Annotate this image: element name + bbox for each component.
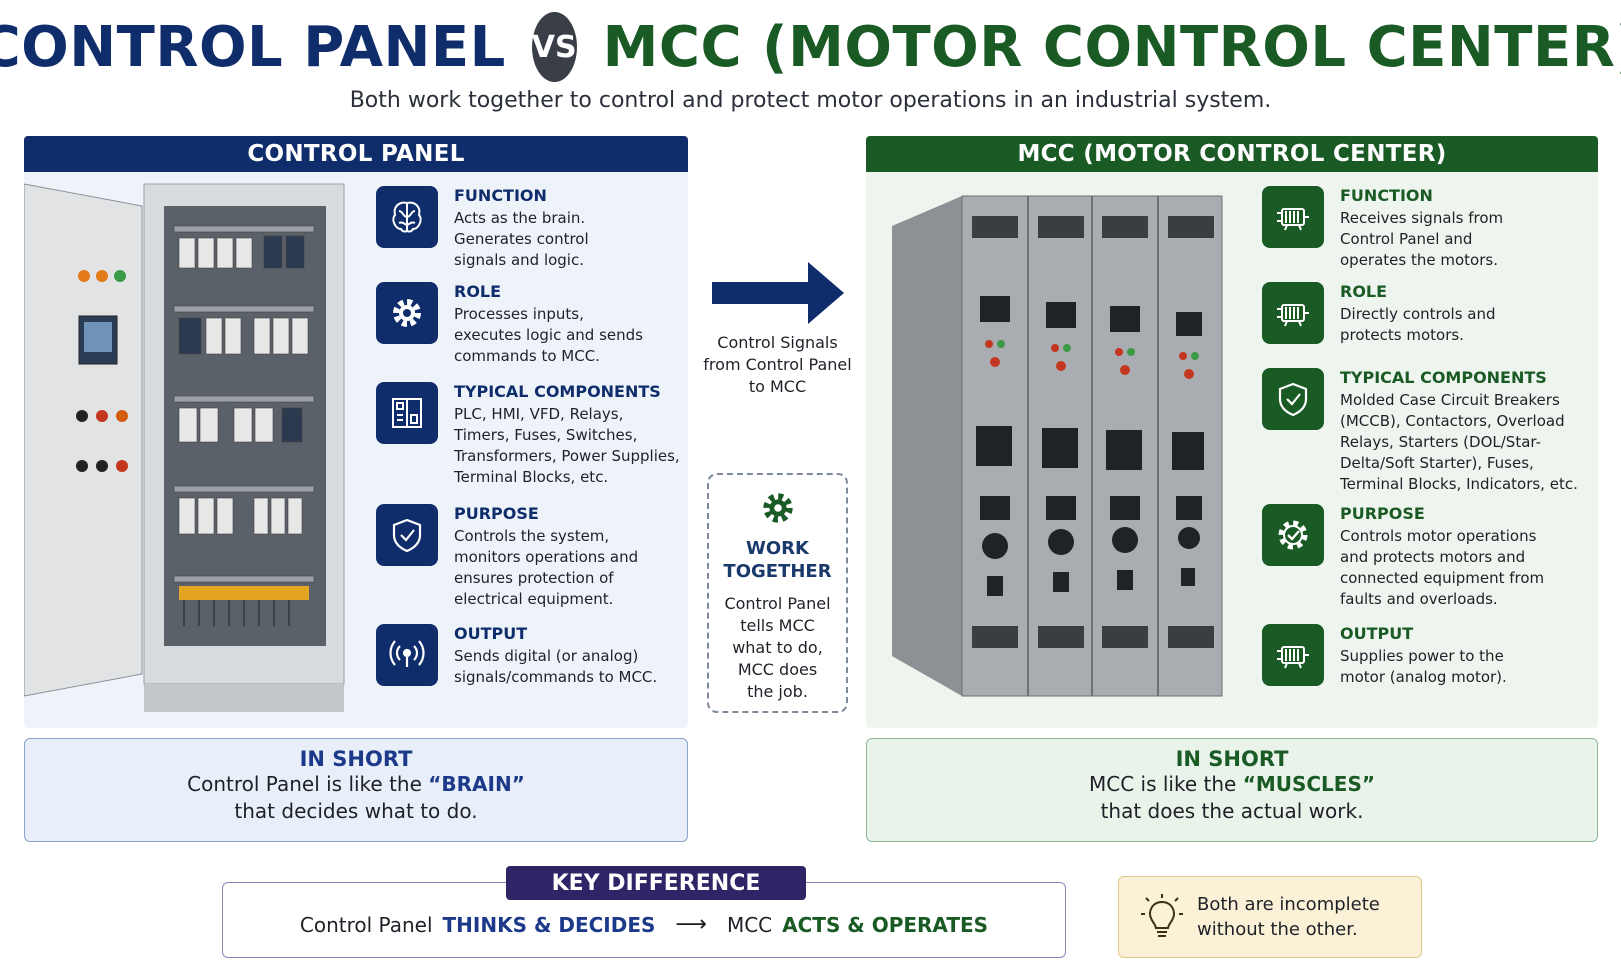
cp-output-title: OUTPUT — [454, 624, 528, 643]
cp-function-title: FUNCTION — [454, 186, 547, 205]
mcc-output-title: OUTPUT — [1340, 624, 1414, 643]
cp-role-desc: Processes inputs,executes logic and send… — [454, 305, 643, 365]
mcc-header: MCC (MOTOR CONTROL CENTER) — [866, 136, 1598, 172]
mcc-function-title: FUNCTION — [1340, 186, 1433, 205]
key-mcc-action: ACTS & OPERATES — [782, 912, 989, 937]
shield-icon — [1262, 368, 1324, 430]
signal-icon — [376, 624, 438, 686]
gear-check-icon — [1262, 504, 1324, 566]
shield-icon — [376, 504, 438, 566]
control-panel-section: CONTROL PANEL — [24, 136, 688, 728]
key-cp: Control Panel — [299, 912, 433, 937]
gear-icon — [376, 282, 438, 344]
cp-role-title: ROLE — [454, 282, 502, 301]
right-arrow-icon — [712, 262, 844, 324]
key-difference-line: Control Panel THINKS & DECIDES ⟶ MCC ACT… — [222, 912, 1066, 937]
cp-components-desc: PLC, HMI, VFD, Relays,Timers, Fuses, Swi… — [454, 405, 680, 486]
cp-purpose-desc: Controls the system,monitors operations … — [454, 527, 639, 608]
cp-in-short-line1: Control Panel is like the “BRAIN” — [187, 772, 525, 796]
mcc-components-title: TYPICAL COMPONENTS — [1340, 368, 1547, 387]
mcc-in-short-line1: MCC is like the “MUSCLES” — [1088, 772, 1376, 796]
title-row: CONTROL PANEL VS MCC (MOTOR CONTROL CENT… — [0, 8, 1621, 86]
panel-icon — [376, 382, 438, 444]
motor-icon — [1262, 624, 1324, 686]
control-panel-image — [24, 183, 345, 712]
subtitle: Both work together to control and protec… — [349, 88, 1272, 113]
cp-output-desc: Sends digital (or analog)signals/command… — [454, 647, 658, 686]
cp-in-short-line2: that decides what to do. — [234, 799, 478, 823]
motor-icon — [1262, 282, 1324, 344]
mcc-image — [892, 195, 1223, 697]
control-panel-in-short: IN SHORT Control Panel is like the “BRAI… — [24, 738, 688, 842]
mcc-feature-components: TYPICAL COMPONENTS Molded Case Circuit B… — [1262, 368, 1592, 495]
cp-feature-role: ROLE Processes inputs,executes logic and… — [376, 282, 682, 367]
mcc-in-short-title: IN SHORT — [1175, 747, 1289, 771]
gear-icon — [762, 493, 793, 523]
brain-icon — [376, 186, 438, 248]
cp-feature-components: TYPICAL COMPONENTS PLC, HMI, VFD, Relays… — [376, 382, 682, 488]
cp-feature-output: OUTPUT Sends digital (or analog)signals/… — [376, 624, 682, 688]
cp-in-short-title: IN SHORT — [299, 747, 413, 771]
cp-feature-function: FUNCTION Acts as the brain.Generates con… — [376, 186, 682, 271]
mcc-role-title: ROLE — [1340, 282, 1388, 301]
key-mcc: MCC — [726, 912, 773, 937]
cp-feature-purpose: PURPOSE Controls the system,monitors ope… — [376, 504, 682, 610]
mcc-in-short: IN SHORT MCC is like the “MUSCLES” that … — [866, 738, 1598, 842]
cp-components-title: TYPICAL COMPONENTS — [454, 382, 661, 401]
key-difference-label: KEY DIFFERENCE — [506, 866, 806, 900]
mcc-components-desc: Molded Case Circuit Breakers(MCCB), Cont… — [1340, 391, 1578, 493]
motor-icon — [1262, 186, 1324, 248]
key-cp-action: THINKS & DECIDES — [442, 912, 656, 937]
title-control-panel: CONTROL PANEL — [0, 14, 506, 80]
mcc-purpose-title: PURPOSE — [1340, 504, 1425, 523]
vs-badge: VS — [531, 12, 577, 82]
long-arrow-icon: ⟶ — [675, 912, 707, 937]
control-panel-header: CONTROL PANEL — [24, 136, 688, 172]
lightbulb-icon — [1141, 894, 1183, 937]
cp-purpose-title: PURPOSE — [454, 504, 539, 523]
mcc-section: MCC (MOTOR CONTROL CENTER) — [866, 136, 1598, 728]
title-mcc: MCC (MOTOR CONTROL CENTER) — [602, 14, 1621, 80]
mcc-in-short-line2: that does the actual work. — [1100, 799, 1364, 823]
